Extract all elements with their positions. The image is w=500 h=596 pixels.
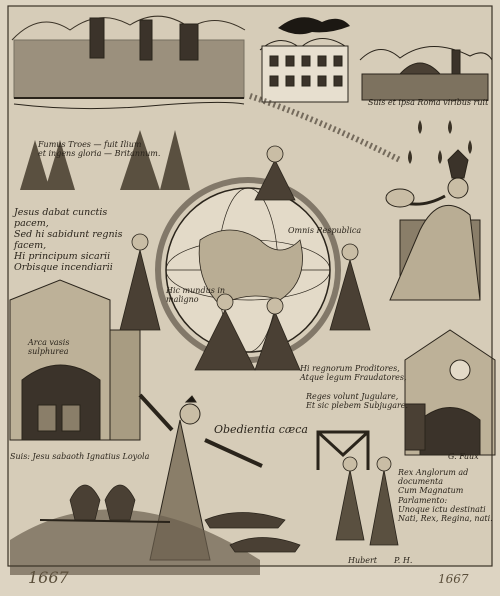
brick-cellar-icon <box>404 329 496 456</box>
caption-globe-band: Omnis Respublica <box>288 226 362 235</box>
caption-gfaux: G. Faux <box>448 452 479 461</box>
flames-icon <box>408 120 472 164</box>
caption-ph: P. H. <box>394 556 413 565</box>
eagle-icon <box>278 17 350 35</box>
caption-rome: Suis et ipsa Roma viribus ruit <box>368 98 489 107</box>
caption-obedientia: Obedientia cæca <box>214 423 308 436</box>
caption-reges: Reges volunt Jugulare, Et sic plebem Sub… <box>306 392 409 411</box>
caption-globe-band2: Hic mundus in maligno <box>166 286 226 305</box>
foxes-icon <box>39 484 301 553</box>
rome-dome-icon <box>359 46 493 101</box>
burning-house-icon <box>259 38 349 103</box>
caption-hubert: Hubert <box>348 556 378 565</box>
group-figures-left <box>20 130 190 190</box>
powder-house-icon <box>9 279 141 441</box>
globe-icon <box>155 177 341 363</box>
burning-city-icon <box>11 15 246 110</box>
conspirator-figures <box>335 456 399 546</box>
caption-jesus: Jesus dabat cunctis pacem, Sed hi sabidu… <box>14 207 123 273</box>
pope-figure <box>385 149 481 301</box>
gallows-icon <box>316 430 370 470</box>
caption-rex: Rex Anglorum ad documenta Cum Magnatum P… <box>398 468 493 523</box>
plate-border <box>7 5 493 567</box>
caption-regnorum: Hi regnorum Proditores, Atque legum Frau… <box>300 364 407 383</box>
jesuit-figures <box>119 145 371 371</box>
handwritten-year-2: 1667 <box>438 572 469 586</box>
caption-arca: Arca vasis sulphurea <box>28 338 70 357</box>
ground-hill <box>10 509 260 575</box>
caption-fumus: Fumus Troes — fuit Ilium et ingens glori… <box>38 140 161 159</box>
caption-suis: Suis: Jesu sabaoth Ignatius Loyola <box>10 452 150 461</box>
handwritten-year: 1667 <box>28 568 69 587</box>
